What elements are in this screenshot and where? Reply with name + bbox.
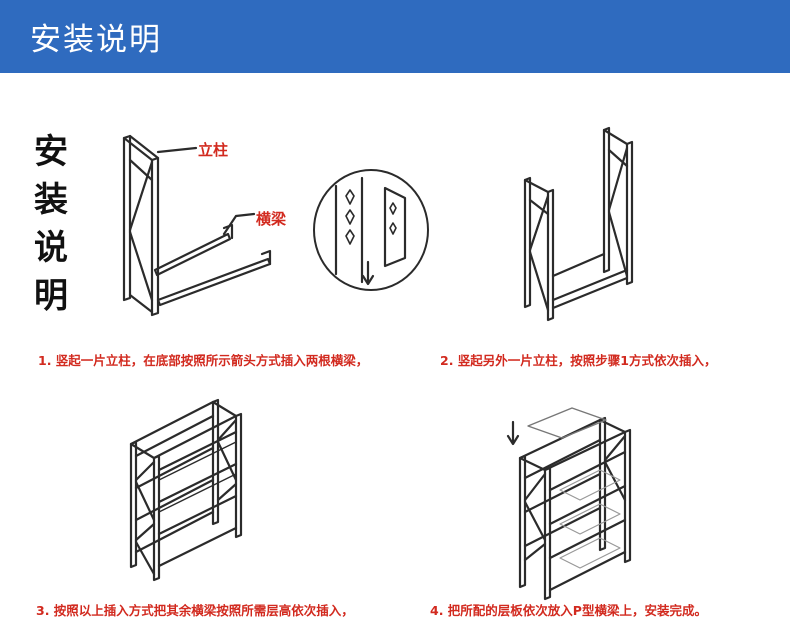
caption-step2: 2. 竖起另外一片立柱，按照步骤1方式依次插入， xyxy=(440,353,717,368)
step1-detail xyxy=(313,169,429,291)
beam-label: 横梁 xyxy=(256,210,287,228)
step4-illustration xyxy=(506,407,632,601)
side-title-char: 说 xyxy=(34,228,68,268)
side-title-char: 装 xyxy=(34,180,68,220)
side-title: 安 装 说 明 xyxy=(26,128,76,320)
caption-step4: 4. 把所配的层板依次放入P型横梁上，安装完成。 xyxy=(430,603,707,618)
caption-step3: 3. 按照以上插入方式把其余横梁按照所需层高依次插入， xyxy=(36,603,354,618)
step1-illustration xyxy=(122,134,272,317)
step2-illustration xyxy=(523,126,634,322)
step3-illustration xyxy=(129,398,243,582)
side-title-char: 明 xyxy=(34,276,68,316)
upright-label: 立柱 xyxy=(198,141,229,159)
side-title-char: 安 xyxy=(34,132,68,172)
header-bar: 安装说明 xyxy=(0,0,790,73)
caption-step1: 1. 竖起一片立柱，在底部按照所示箭头方式插入两根横梁， xyxy=(38,353,369,368)
page-title: 安装说明 xyxy=(30,22,162,58)
